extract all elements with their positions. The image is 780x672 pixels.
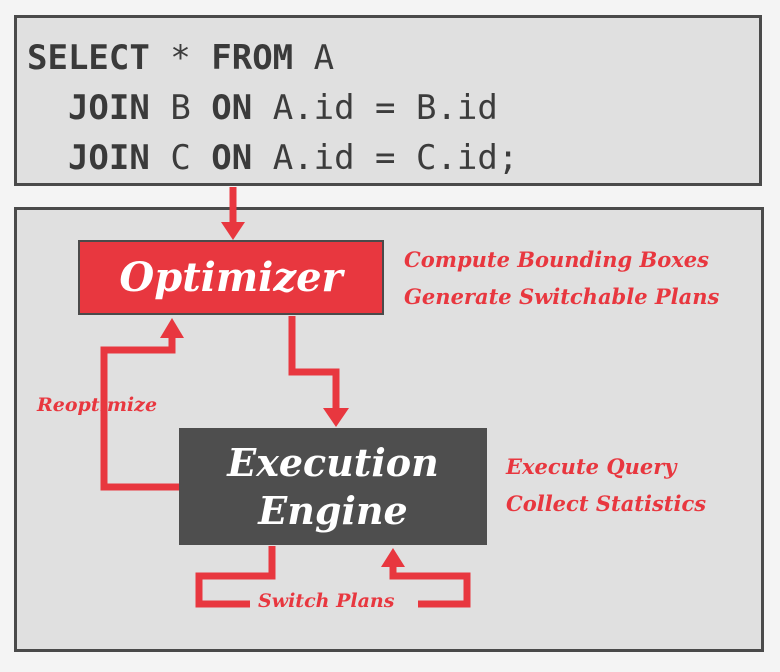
- optimizer-note: Generate Switchable Plans: [404, 284, 720, 309]
- execution-engine-box: Execution Engine: [179, 428, 487, 545]
- optimizer-note: Compute Bounding Boxes: [404, 247, 709, 272]
- engine-note: Execute Query: [506, 454, 677, 479]
- optimizer-box: Optimizer: [78, 240, 384, 315]
- sql-keyword: ON: [211, 88, 253, 128]
- switch-plans-label: Switch Plans: [258, 590, 395, 612]
- reoptimize-arrow: [100, 336, 179, 491]
- sql-keyword: FROM: [211, 38, 294, 78]
- optimizer-to-engine-arrow: [288, 316, 340, 410]
- sql-keyword: SELECT: [27, 38, 150, 78]
- optimizer-label: Optimizer: [119, 254, 343, 301]
- arrowhead: [160, 318, 184, 338]
- sql-text: B: [149, 88, 212, 128]
- engine-label-line-1: Execution: [227, 439, 439, 485]
- sql-keyword: ON: [211, 138, 253, 178]
- optimizer-notes: Compute Bounding Boxes Generate Switchab…: [404, 241, 719, 315]
- sql-text: A.id = C.id;: [252, 138, 519, 178]
- sql-line-1: SELECT * FROM A: [27, 38, 334, 78]
- sql-text: A.id = B.id: [252, 88, 498, 128]
- sql-text: C: [149, 138, 212, 178]
- sql-line-2: JOIN B ON A.id = B.id: [27, 88, 498, 128]
- reoptimize-label: Reoptimize: [37, 394, 158, 416]
- sql-query-box: SELECT * FROM A JOIN B ON A.id = B.id JO…: [14, 15, 762, 186]
- engine-notes: Execute Query Collect Statistics: [506, 448, 706, 522]
- sql-text: A: [293, 38, 335, 78]
- arrowhead: [381, 548, 405, 567]
- arrowhead: [221, 222, 245, 240]
- sql-line-3: JOIN C ON A.id = C.id;: [27, 138, 518, 178]
- sql-keyword: JOIN: [67, 138, 150, 178]
- switch-plans-label-bg: [250, 590, 418, 618]
- sql-keyword: JOIN: [67, 88, 150, 128]
- engine-label-line-2: Engine: [258, 487, 408, 533]
- arrowhead: [323, 408, 349, 427]
- engine-note: Collect Statistics: [506, 491, 707, 516]
- sql-text: *: [149, 38, 212, 78]
